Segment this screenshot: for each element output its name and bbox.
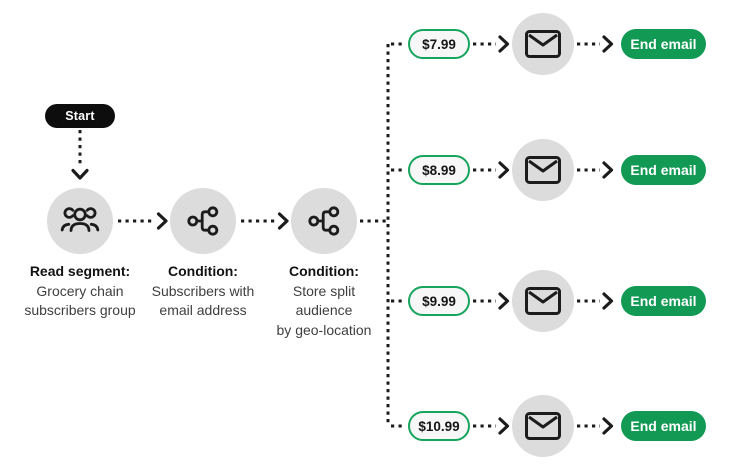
price-badge[interactable]: $7.99 — [408, 29, 470, 59]
email-node[interactable] — [512, 395, 574, 457]
price-label: $8.99 — [422, 162, 456, 178]
start-label: Start — [65, 109, 95, 123]
price-badge[interactable]: $10.99 — [408, 411, 470, 441]
node-line: Subscribers with — [151, 282, 255, 299]
email-icon — [525, 30, 561, 58]
condition-2-label: Condition: Store split audience by geo-l… — [234, 262, 414, 340]
read-segment-node[interactable] — [47, 188, 113, 254]
node-line: audience — [295, 302, 353, 318]
email-node[interactable] — [512, 13, 574, 75]
price-label: $10.99 — [418, 418, 460, 434]
end-email-button[interactable]: End email — [621, 286, 706, 316]
node-line: by geo-location — [276, 321, 372, 338]
end-email-label: End email — [630, 36, 697, 52]
end-email-label: End email — [630, 162, 697, 178]
audience-icon — [60, 207, 100, 232]
start-node[interactable]: Start — [45, 104, 115, 128]
node-title: Condition: — [289, 263, 359, 279]
price-badge[interactable]: $9.99 — [408, 286, 470, 316]
condition-node-2[interactable] — [291, 188, 357, 254]
condition-node-1[interactable] — [170, 188, 236, 254]
split-icon — [187, 206, 219, 236]
end-email-label: End email — [630, 293, 697, 309]
node-line: email address — [159, 302, 247, 318]
end-email-button[interactable]: End email — [621, 29, 706, 59]
email-icon — [525, 412, 561, 440]
email-node[interactable] — [512, 139, 574, 201]
node-line: Store split — [292, 282, 356, 299]
price-label: $7.99 — [422, 36, 456, 52]
node-line: Grocery chain — [36, 282, 124, 299]
read-segment-label: Read segment: Grocery chain subscribers … — [0, 262, 170, 321]
node-title: Read segment: — [29, 263, 131, 279]
condition-1-label: Condition: Subscribers with email addres… — [113, 262, 293, 321]
email-icon — [525, 156, 561, 184]
end-email-button[interactable]: End email — [621, 411, 706, 441]
node-title: Condition: — [168, 263, 238, 279]
price-label: $9.99 — [422, 293, 456, 309]
end-email-button[interactable]: End email — [621, 155, 706, 185]
price-badge[interactable]: $8.99 — [408, 155, 470, 185]
split-icon — [308, 206, 340, 236]
node-line: subscribers group — [24, 302, 136, 318]
end-email-label: End email — [630, 418, 697, 434]
email-node[interactable] — [512, 270, 574, 332]
email-icon — [525, 287, 561, 315]
